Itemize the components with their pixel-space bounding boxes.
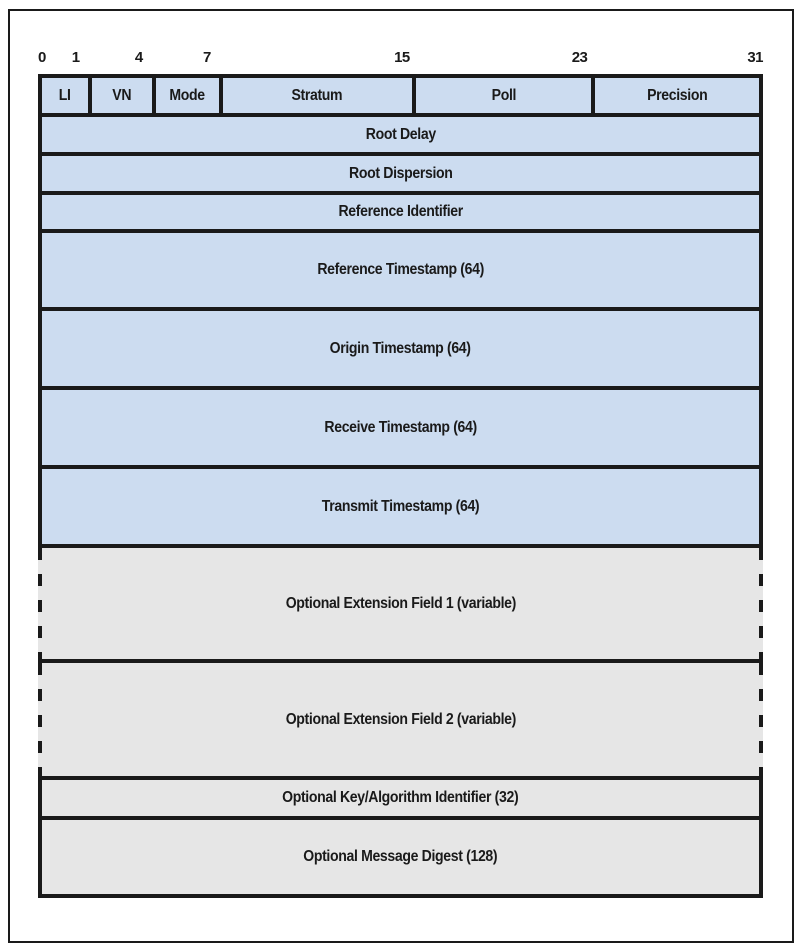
row-optional-extension-field-1: Optional Extension Field 1 (variable) xyxy=(38,548,763,663)
row-reference-timestamp-label: Reference Timestamp (64) xyxy=(317,261,484,278)
row-reference-timestamp: Reference Timestamp (64) xyxy=(38,233,763,311)
row-root-delay-label: Root Delay xyxy=(365,125,436,143)
field-stratum-label: Stratum xyxy=(291,86,343,104)
field-stratum: Stratum xyxy=(218,78,412,113)
ntp-packet-diagram: 0 1 4 7 15 23 31 LI VN Mode Stratum xyxy=(38,49,763,898)
field-precision-label: Precision xyxy=(646,86,708,104)
bit-label-7: 7 xyxy=(203,49,211,66)
bit-label-23: 23 xyxy=(571,49,588,66)
field-poll-label: Poll xyxy=(491,86,516,104)
field-vn-label: VN xyxy=(112,86,132,104)
row-optional-extension-field-2-label: Optional Extension Field 2 (variable) xyxy=(285,710,516,728)
bit-label-15: 15 xyxy=(394,49,410,66)
field-precision: Precision xyxy=(591,78,759,113)
row-transmit-timestamp-label: Transmit Timestamp (64) xyxy=(321,497,480,515)
field-poll: Poll xyxy=(411,78,591,113)
row-optional-key-algorithm-identifier-label: Optional Key/Algorithm Identifier (32) xyxy=(282,789,519,806)
row-transmit-timestamp: Transmit Timestamp (64) xyxy=(38,469,763,548)
bit-label-0: 0 xyxy=(38,49,46,66)
bit-label-31: 31 xyxy=(747,49,763,66)
bit-label-1: 1 xyxy=(71,49,80,66)
field-mode-label: Mode xyxy=(169,86,206,104)
row-optional-extension-field-1-label: Optional Extension Field 1 (variable) xyxy=(285,594,516,612)
page-frame-border xyxy=(8,9,794,943)
row-optional-message-digest-label: Optional Message Digest (128) xyxy=(303,848,498,865)
row-first-word: LI VN Mode Stratum Poll Precision xyxy=(38,78,763,117)
row-receive-timestamp: Receive Timestamp (64) xyxy=(38,390,763,469)
bit-scale: 0 1 4 7 15 23 31 xyxy=(38,49,763,69)
row-optional-extension-field-2: Optional Extension Field 2 (variable) xyxy=(38,663,763,780)
bit-label-4: 4 xyxy=(134,49,143,66)
row-optional-message-digest: Optional Message Digest (128) xyxy=(38,820,763,898)
row-receive-timestamp-label: Receive Timestamp (64) xyxy=(324,418,477,436)
row-optional-key-algorithm-identifier: Optional Key/Algorithm Identifier (32) xyxy=(38,780,763,820)
row-origin-timestamp: Origin Timestamp (64) xyxy=(38,311,763,390)
field-mode: Mode xyxy=(152,78,219,113)
field-vn: VN xyxy=(87,78,153,113)
row-root-dispersion-label: Root Dispersion xyxy=(348,164,453,182)
row-origin-timestamp-label: Origin Timestamp (64) xyxy=(329,339,471,357)
row-reference-identifier: Reference Identifier xyxy=(38,195,763,233)
field-li-label: LI xyxy=(58,86,71,104)
field-li: LI xyxy=(42,78,88,113)
row-reference-identifier-label: Reference Identifier xyxy=(338,203,463,220)
packet-field-grid: LI VN Mode Stratum Poll Precision xyxy=(38,74,763,898)
row-root-delay: Root Delay xyxy=(38,117,763,156)
row-root-dispersion: Root Dispersion xyxy=(38,156,763,195)
